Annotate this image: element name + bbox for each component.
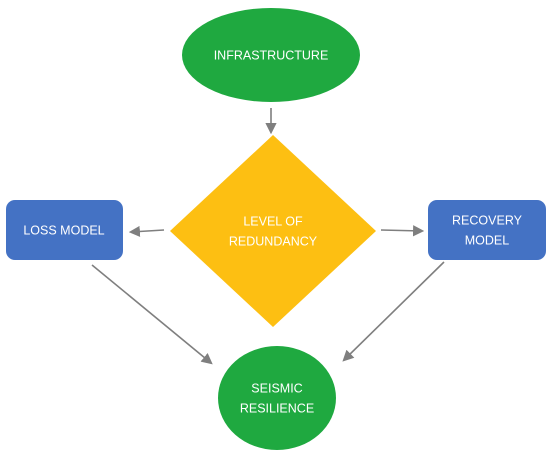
level-of-redundancy-node: LEVEL OF REDUNDANCY: [170, 135, 376, 327]
recovery-model-label-line2: MODEL: [465, 233, 510, 247]
recovery-model-node: RECOVERY MODEL: [428, 200, 546, 260]
infrastructure-shape: [182, 8, 360, 102]
level-of-redundancy-label-line1: LEVEL OF: [243, 214, 303, 228]
infrastructure-label: INFRASTRUCTURE: [214, 48, 329, 62]
seismic-resilience-label-line2: RESILIENCE: [240, 401, 314, 415]
arrow-redundancy-to-loss-model: [128, 225, 165, 238]
arrow-redundancy-to-recovery-model: [380, 225, 425, 237]
seismic-resilience-shape: [218, 346, 336, 450]
recovery-model-label-line1: RECOVERY: [452, 213, 523, 227]
level-of-redundancy-label-line2: REDUNDANCY: [229, 234, 318, 248]
infrastructure-node: INFRASTRUCTURE: [182, 8, 360, 102]
loss-model-label: LOSS MODEL: [23, 223, 104, 237]
loss-model-shape: [6, 200, 123, 260]
arrow-loss-model-to-seismic-resilience: [91, 264, 213, 365]
level-of-redundancy-shape: [170, 135, 376, 327]
seismic-resilience-node: SEISMIC RESILIENCE: [218, 346, 336, 450]
loss-model-node: LOSS MODEL: [6, 200, 123, 260]
arrow-recovery-model-to-seismic-resilience: [342, 261, 445, 362]
recovery-model-shape: [428, 200, 546, 260]
seismic-resilience-label-line1: SEISMIC: [251, 381, 302, 395]
